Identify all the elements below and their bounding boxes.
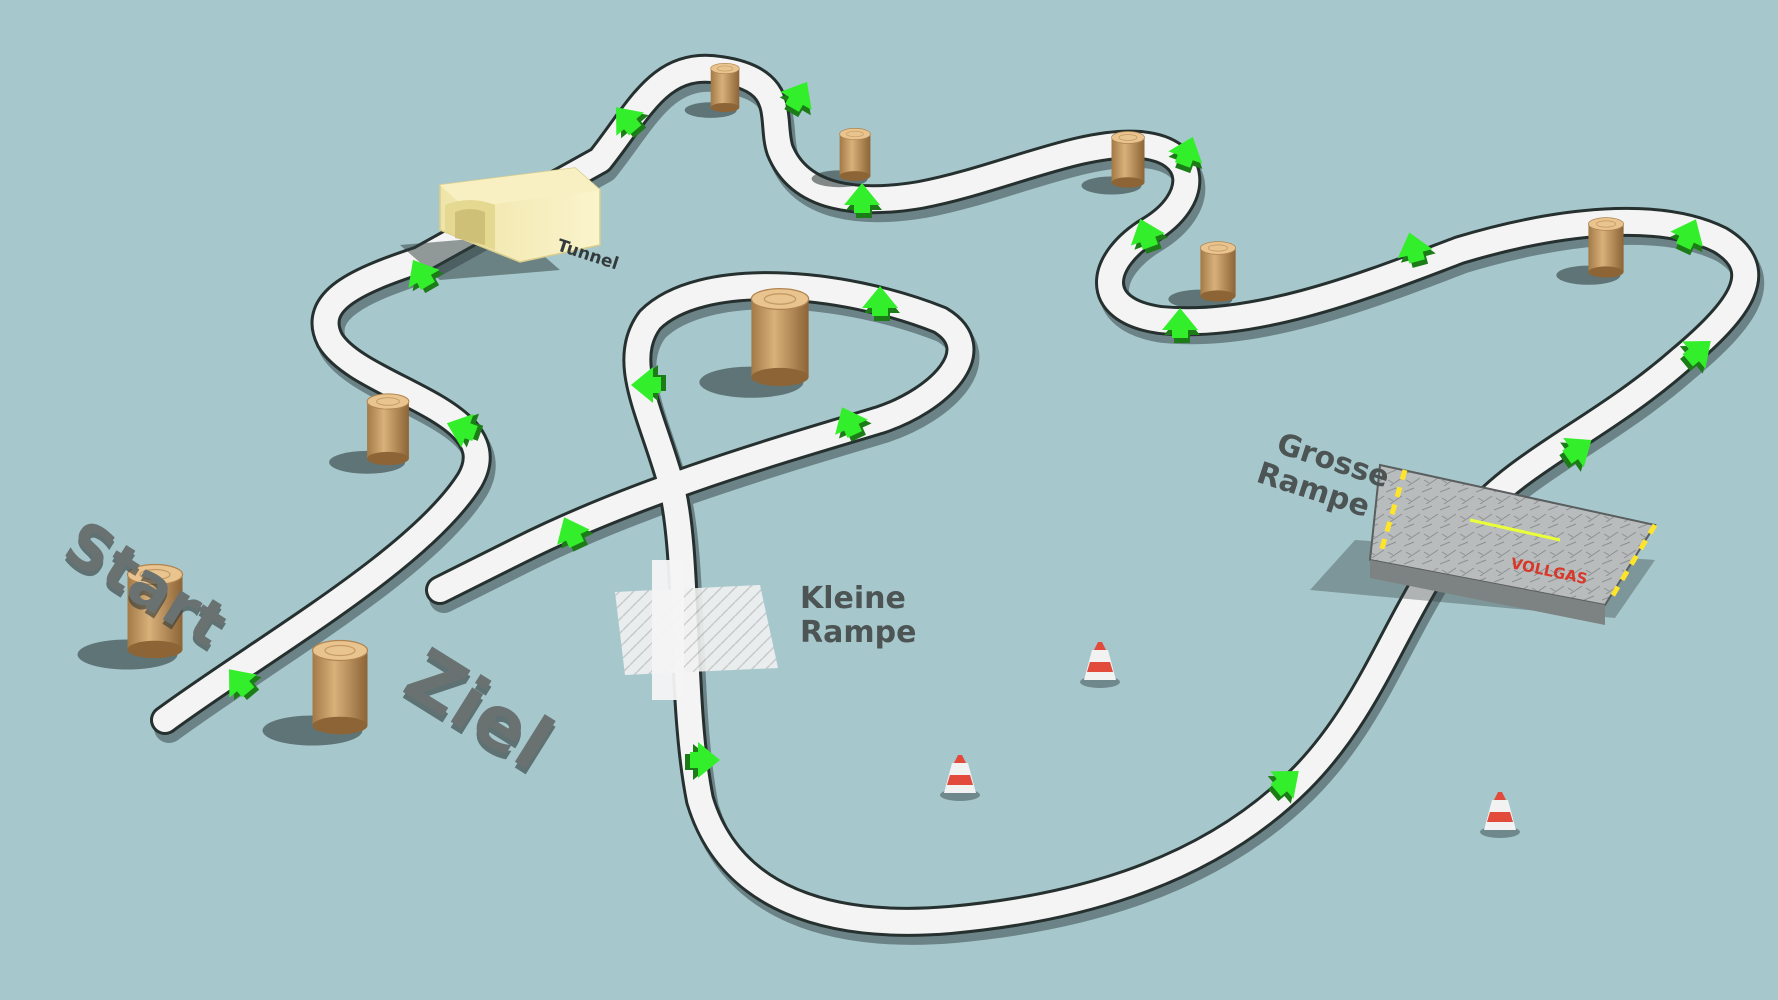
green-arrow-icon [1130,218,1169,254]
green-arrow-icon [1168,136,1203,174]
race-track [150,53,1765,945]
green-arrow-icon [1267,771,1299,804]
tree-stump-icon [1081,131,1145,195]
tree-stump-icon [262,639,369,746]
small-ramp-label-line2: Rampe [800,615,916,650]
green-arrow-icon [1670,219,1703,256]
tree-stumps [77,62,1625,746]
direction-arrows [229,81,1711,804]
green-arrow-icon [1397,232,1436,268]
tree-stump-icon [1556,217,1625,285]
green-arrow-icon [631,365,666,403]
cone-1 [1080,642,1120,688]
green-arrow-icon [1559,437,1592,472]
cone-3 [1480,792,1520,838]
finish-label: Ziel Ziel [390,632,567,793]
small-ramp [615,560,778,700]
small-ramp-label-line1: Kleine [800,581,906,616]
green-arrow-icon [685,742,720,780]
big-ramp-label: Grosse Rampe [1253,426,1394,525]
green-arrow-icon [779,81,812,118]
green-arrow-icon [1162,308,1200,343]
tree-stump-icon [1168,241,1237,309]
tree-stump-icon [684,62,740,118]
green-arrow-icon [835,407,872,442]
track-surface [153,56,1758,934]
green-arrow-icon [844,183,882,218]
tree-stump-icon [811,128,871,188]
green-arrow-icon [229,669,262,701]
green-arrow-icon [446,413,484,448]
tree-stump-icon [77,563,184,670]
green-arrow-icon [862,286,900,321]
tunnel [400,167,601,280]
green-arrow-icon [616,107,649,139]
tree-stump-icon [329,393,410,474]
small-ramp-label: Kleine Rampe [800,581,916,650]
cone-2 [940,755,980,801]
green-arrow-icon [408,259,444,294]
tree-stump-icon [699,287,810,398]
big-ramp: VOLLGAS [1310,463,1658,625]
green-arrow-icon [557,517,594,552]
green-arrow-icon [1679,341,1711,374]
